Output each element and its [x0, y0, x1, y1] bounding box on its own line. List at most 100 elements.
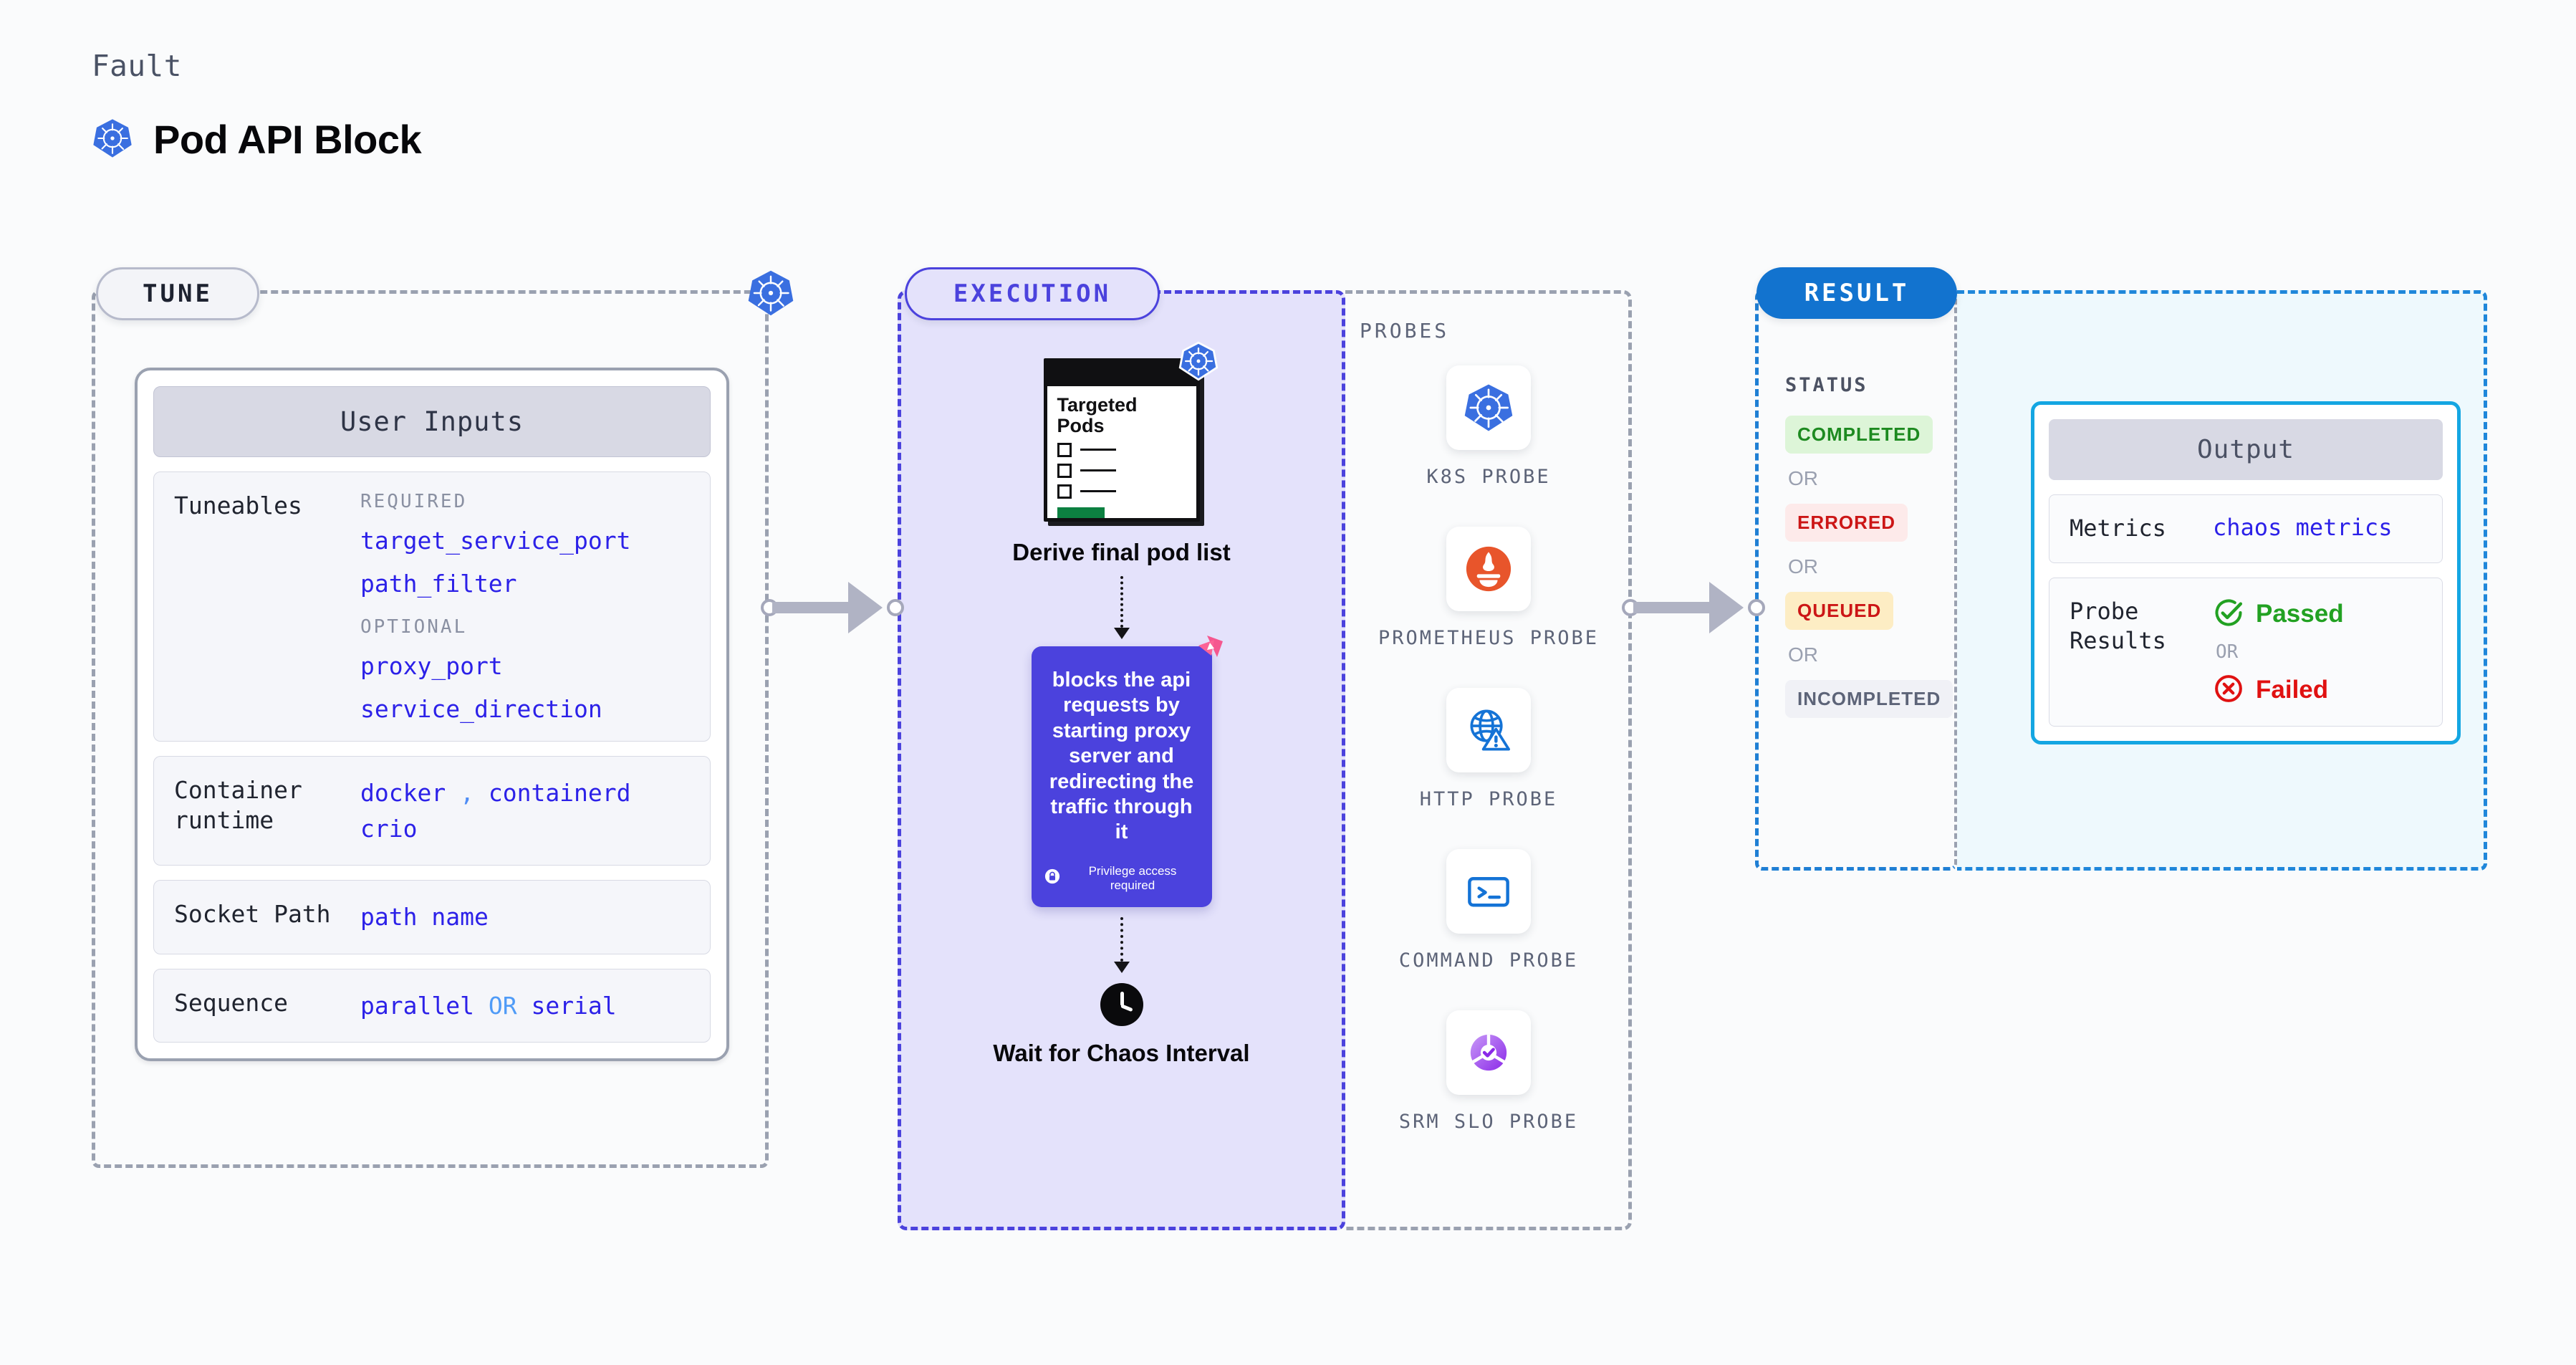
probe-item-srm-slo[interactable]: SRM SLO PROBE — [1399, 1010, 1578, 1134]
kubernetes-icon — [1178, 341, 1219, 381]
checkbox-icon — [1057, 484, 1072, 499]
output-row-probe-results: Probe Results Passed OR — [2049, 577, 2443, 727]
targeted-pods-card: Targeted Pods — [1043, 358, 1200, 522]
runtime-value-containerd: containerd — [488, 779, 631, 808]
kubernetes-icon — [1446, 365, 1531, 450]
status-list: COMPLETED OR ERRORED OR QUEUED OR INCOMP… — [1785, 416, 1953, 718]
probe-result-failed-label: Failed — [2256, 675, 2329, 704]
metrics-value: chaos metrics — [2213, 514, 2393, 541]
tune-row-socket-path: Socket Path path name — [153, 880, 711, 954]
pod-list-item — [1057, 463, 1186, 478]
tuneable-key-path-filter[interactable]: path_filter — [360, 570, 517, 598]
connector-line — [1633, 602, 1725, 613]
privilege-note: Privilege access required — [1044, 864, 1199, 893]
status-badge-incompleted: INCOMPLETED — [1785, 680, 1953, 718]
output-row-label: Probe Results — [2070, 597, 2166, 655]
sequence-value-serial: serial — [531, 991, 617, 1020]
x-circle-icon — [2213, 673, 2244, 707]
probe-label: PROMETHEUS PROBE — [1378, 627, 1600, 650]
fault-title-row: Pod API Block — [92, 116, 422, 163]
pod-list-item — [1057, 442, 1186, 457]
probe-result-passed-label: Passed — [2256, 599, 2344, 628]
status-or-label: OR — [1788, 643, 1818, 666]
probe-result-passed: Passed — [2213, 597, 2422, 631]
user-inputs-card: User Inputs Tuneables REQUIRED target_se… — [135, 368, 729, 1062]
pod-list-item — [1057, 484, 1186, 499]
chaos-logo-icon — [1186, 633, 1226, 673]
derive-pod-list-label: Derive final pod list — [1012, 539, 1231, 565]
status-title: STATUS — [1785, 374, 1868, 396]
privilege-note-text: Privilege access required — [1088, 863, 1177, 892]
placeholder-line — [1080, 449, 1116, 451]
runtime-value-docker: docker — [360, 779, 446, 808]
kubernetes-icon — [746, 269, 795, 317]
status-or-label: OR — [1788, 555, 1818, 578]
tune-row-tuneables: Tuneables REQUIRED target_service_port p… — [153, 471, 711, 742]
probe-result-or-label: OR — [2216, 641, 2239, 663]
connector-endpoint — [1748, 599, 1765, 616]
output-row-metrics: Metrics chaos metrics — [2049, 494, 2443, 563]
output-card: Output Metrics chaos metrics Probe Resul… — [2031, 401, 2461, 744]
tune-row-sequence: Sequence parallel OR serial — [153, 968, 711, 1043]
connector-line — [772, 602, 864, 613]
wait-for-chaos-interval-label: Wait for Chaos Interval — [993, 1039, 1250, 1066]
output-row-label: Metrics — [2070, 514, 2166, 542]
tune-section-panel — [92, 290, 769, 1168]
status-bar-green — [1057, 507, 1105, 518]
sequence-value-parallel: parallel — [360, 991, 474, 1020]
connector-arrowhead — [1709, 582, 1744, 633]
stage-badge-result[interactable]: RESULT — [1756, 267, 1957, 319]
probe-result-failed: Failed — [2213, 673, 2422, 707]
lock-icon — [1044, 868, 1060, 888]
action-card-text: blocks the api requests by starting prox… — [1049, 669, 1194, 844]
status-or-label: OR — [1788, 467, 1818, 489]
page-title: Pod API Block — [153, 117, 422, 162]
status-badge-queued: QUEUED — [1785, 592, 1894, 630]
clock-icon — [1100, 982, 1143, 1026]
flow-arrow-action-to-wait — [1113, 916, 1130, 973]
flow-arrow-derive-to-action — [1113, 576, 1130, 639]
connector-execution-to-result — [1622, 579, 1765, 636]
kubernetes-icon — [92, 118, 133, 162]
runtime-value-crio: crio — [360, 814, 418, 843]
value-separator: , — [460, 779, 474, 808]
probe-label: K8S PROBE — [1426, 466, 1551, 488]
tune-row-label: Tuneables — [174, 492, 302, 519]
result-status-panel — [1755, 290, 1957, 871]
card-titlebar — [1047, 362, 1196, 386]
connector-arrowhead — [848, 582, 883, 633]
placeholder-line — [1080, 490, 1116, 493]
probe-label: SRM SLO PROBE — [1398, 1111, 1579, 1134]
probe-item-command[interactable]: COMMAND PROBE — [1399, 849, 1578, 973]
check-circle-icon — [2213, 597, 2244, 631]
fault-eyebrow-label: Fault — [92, 49, 182, 83]
connector-endpoint — [887, 599, 904, 616]
probes-title: PROBES — [1360, 319, 1450, 343]
status-badge-errored: ERRORED — [1785, 504, 1908, 542]
page-header: Fault Pod API Block — [92, 49, 422, 163]
user-inputs-title: User Inputs — [153, 386, 711, 457]
required-label: REQUIRED — [360, 491, 468, 512]
tune-row-container-runtime: Container runtime docker , containerd cr… — [153, 756, 711, 866]
execution-flow: Targeted Pods — [898, 341, 1345, 1068]
tuneable-key-target-service-port[interactable]: target_service_port — [360, 527, 631, 555]
tune-row-label: Container runtime — [174, 776, 302, 835]
sequence-joiner: OR — [488, 991, 517, 1020]
checkbox-icon — [1057, 463, 1072, 478]
stage-badge-tune[interactable]: TUNE — [96, 267, 259, 320]
placeholder-line — [1080, 469, 1116, 472]
probe-item-http[interactable]: HTTP PROBE — [1420, 688, 1558, 812]
probe-item-k8s[interactable]: K8S PROBE — [1426, 365, 1550, 489]
stage-badge-execution[interactable]: EXECUTION — [905, 267, 1160, 320]
srm-slo-icon — [1446, 1010, 1531, 1096]
globe-warning-icon — [1446, 688, 1531, 773]
tune-row-label: Socket Path — [174, 900, 331, 929]
tuneable-key-service-direction[interactable]: service_direction — [360, 694, 602, 723]
optional-label: OPTIONAL — [360, 616, 468, 638]
probes-list: K8S PROBE PROMETHEUS PROBE — [1345, 365, 1632, 1134]
connector-tune-to-execution — [761, 579, 904, 636]
tuneable-key-proxy-port[interactable]: proxy_port — [360, 651, 503, 680]
probe-item-prometheus[interactable]: PROMETHEUS PROBE — [1378, 527, 1599, 651]
targeted-pods-heading: Targeted Pods — [1057, 394, 1138, 436]
prometheus-icon — [1446, 527, 1531, 612]
